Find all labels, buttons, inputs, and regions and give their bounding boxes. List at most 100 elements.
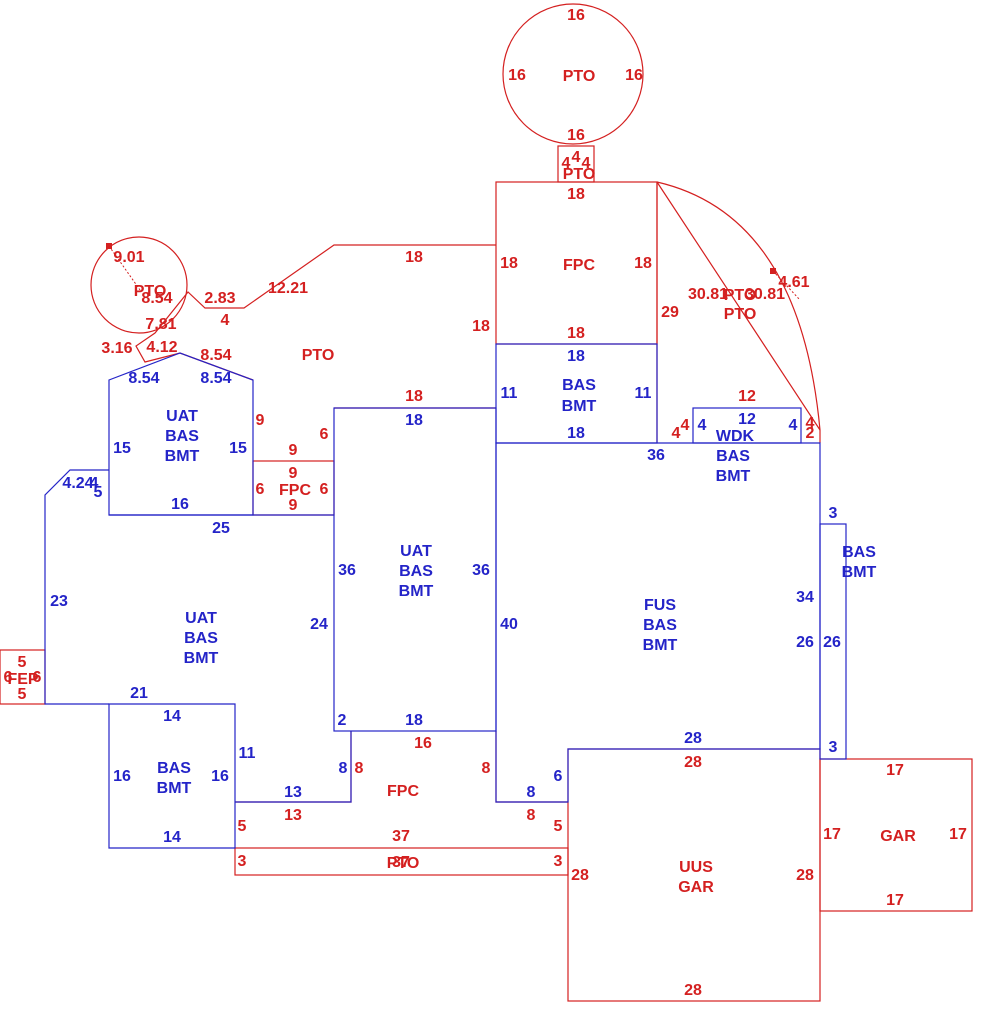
area-label: BMT (165, 448, 200, 465)
area-label: PTO (387, 855, 420, 872)
dimension-label: 17 (823, 826, 841, 843)
dimension-label: 4 (90, 475, 99, 492)
area-label: WDK (716, 428, 755, 445)
dimension-label: 26 (796, 634, 814, 651)
dimension-label: 8.54 (200, 370, 231, 387)
dimension-label: 28 (684, 982, 702, 999)
dimension-label: 18 (634, 255, 652, 272)
pto-circle-left (90, 236, 188, 334)
bas-bmt-right-outline (819, 523, 847, 760)
area-label: BMT (643, 637, 678, 654)
dimension-label: 18 (405, 388, 423, 405)
dimension-label: 4 (789, 417, 798, 434)
dimension-label: 2.83 (204, 290, 235, 307)
dimension-label: 11 (501, 385, 518, 402)
area-label: FEP (7, 671, 38, 688)
dimension-label: 17 (886, 892, 904, 909)
pto-arc-radius-line (772, 270, 801, 301)
dimension-label: 6 (320, 481, 329, 498)
dimension-label: 6 (33, 669, 42, 686)
uat-upper-left-outline (108, 352, 254, 516)
dimension-label: 9 (289, 442, 298, 459)
dimension-label: 4 (698, 417, 707, 434)
dimension-label: 4 (806, 415, 815, 432)
area-label: UAT (185, 610, 217, 627)
area-label: PTO (563, 68, 596, 85)
area-label: BMT (562, 398, 597, 415)
dimension-label: 4 (221, 312, 230, 329)
dimension-label: 12.21 (268, 280, 308, 297)
pto-upper-left-outline (135, 244, 496, 381)
dimension-label: 40 (500, 616, 518, 633)
dimension-label: 4 (582, 155, 591, 172)
dimension-label: 16 (508, 67, 526, 84)
dimension-label: 18 (405, 249, 423, 266)
dimension-label: 9.01 (113, 249, 144, 266)
dimension-label: 12 (738, 388, 756, 405)
area-label: UAT (400, 543, 432, 560)
dimension-label: 16 (171, 496, 189, 513)
area-label: BMT (842, 564, 877, 581)
pto-circle-left-center (106, 243, 112, 249)
area-label: FPC (387, 783, 419, 800)
pto-circle-left-radius (108, 245, 141, 291)
area-label: PTO (563, 166, 596, 183)
dimension-label: 4 (562, 155, 571, 172)
dimension-label: 4.24 (62, 475, 93, 492)
dimension-label: 25 (212, 520, 230, 537)
area-label: FPC (279, 482, 311, 499)
dimension-label: 13 (284, 784, 302, 801)
dimension-label: 9 (289, 497, 298, 514)
dimension-labels: 16 16 16 16 4 4 4 18 18 18 18 29 30.81 3… (4, 7, 967, 999)
pto-arc-center-mark (770, 268, 776, 274)
dimension-label: 28 (684, 730, 702, 747)
dimension-label: 3 (829, 505, 838, 522)
red-outlines (0, 3, 973, 1002)
dimension-label: 16 (211, 768, 229, 785)
gar-outline (819, 758, 973, 912)
area-label: FUS (644, 597, 676, 614)
dimension-label: 18 (567, 325, 585, 342)
dimension-label: 18 (567, 348, 585, 365)
dimension-label: 5 (238, 818, 247, 835)
dimension-label: 28 (684, 754, 702, 771)
dimension-label: 18 (500, 255, 518, 272)
dimension-label: 9 (256, 412, 265, 429)
area-label: BAS (562, 377, 596, 394)
dimension-label: 12 (738, 411, 756, 428)
dimension-label: 8 (355, 760, 364, 777)
dimension-label: 37 (392, 828, 410, 845)
dimension-label: 3.16 (101, 340, 132, 357)
dimension-label: 5 (94, 484, 103, 501)
area-label: FPC (563, 257, 595, 274)
dimension-label: 15 (229, 440, 247, 457)
dimension-label: 28 (796, 867, 814, 884)
dimension-label: 4.61 (778, 274, 809, 291)
area-label: PTO (302, 347, 335, 364)
dimension-label: 36 (472, 562, 490, 579)
dimension-label: 11 (635, 385, 652, 402)
area-label: BAS (716, 448, 750, 465)
area-label: BMT (157, 780, 192, 797)
dimension-label: 17 (949, 826, 967, 843)
area-label: BAS (165, 428, 199, 445)
area-label: BMT (716, 468, 751, 485)
area-label: BMT (184, 650, 219, 667)
dimension-label: 8.54 (128, 370, 159, 387)
area-label: BAS (184, 630, 218, 647)
dimension-label: 17 (886, 762, 904, 779)
dimension-label: 21 (130, 685, 148, 702)
dimension-label: 34 (796, 589, 814, 606)
dimension-label: 26 (823, 634, 841, 651)
area-label: PTO (724, 287, 757, 304)
dimension-label: 23 (50, 593, 68, 610)
dimension-label: 6 (256, 481, 265, 498)
dimension-label: 13 (284, 807, 302, 824)
dimension-label: 7.81 (145, 316, 176, 333)
dimension-label: 29 (661, 304, 679, 321)
dimension-label: 30.81 (688, 286, 728, 303)
dimension-label: 2 (806, 425, 815, 442)
dimension-label: 37 (392, 854, 410, 871)
dimension-label: 8.54 (141, 290, 172, 307)
dimension-label: 16 (113, 768, 131, 785)
